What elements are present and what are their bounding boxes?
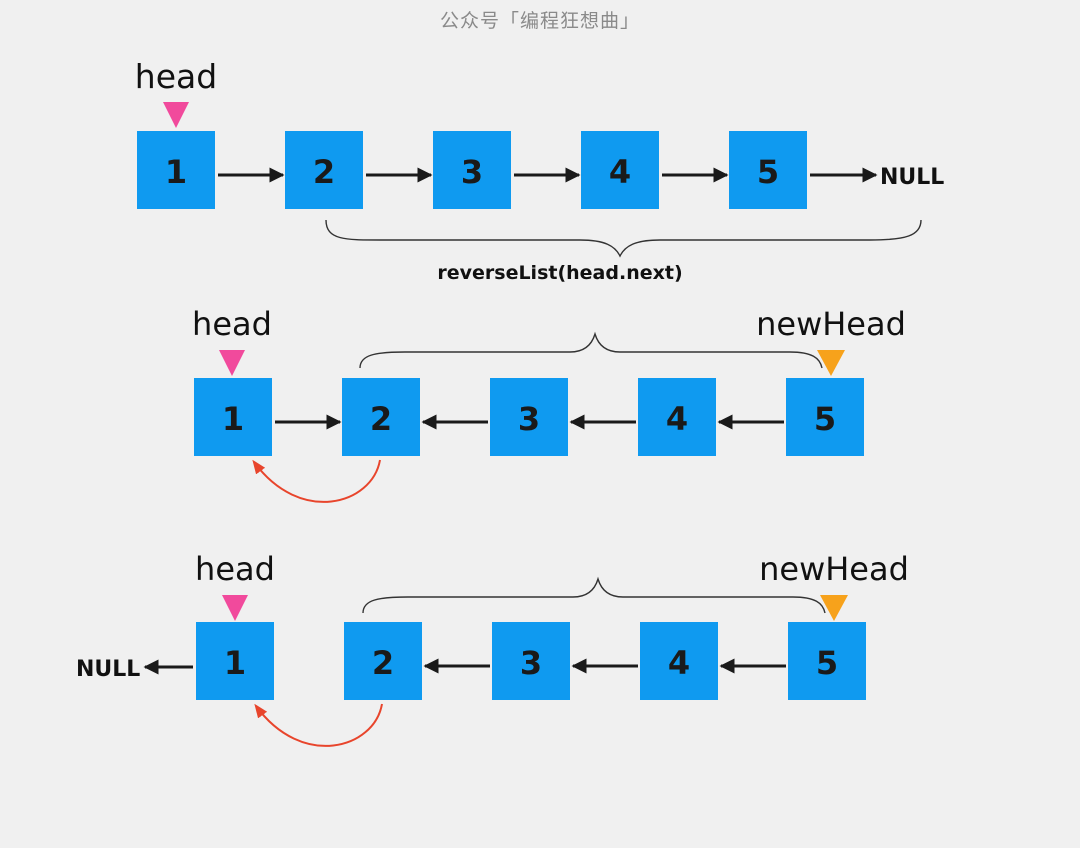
newhead-pointer-icon (820, 595, 848, 621)
node-4: 4 (581, 131, 659, 209)
brace (359, 331, 823, 369)
node-value: 1 (165, 153, 187, 191)
null-label: NULL (880, 165, 944, 190)
node-value: 1 (224, 644, 246, 682)
newhead-label: newHead (756, 305, 906, 343)
node-5: 5 (786, 378, 864, 456)
node-1: 1 (196, 622, 274, 700)
head-pointer-icon (222, 595, 248, 621)
reverse-link-arrow (254, 703, 383, 747)
node-value: 3 (520, 644, 542, 682)
node-value: 5 (757, 153, 779, 191)
watermark: 公众号「编程狂想曲」 (439, 10, 640, 32)
node-4: 4 (638, 378, 716, 456)
row-1: head 1 2 3 4 5 (135, 57, 945, 284)
node-value: 5 (814, 400, 836, 438)
reverse-link-arrow (252, 459, 381, 503)
row-2: head newHead 1 2 3 4 5 (192, 305, 906, 503)
node-value: 1 (222, 400, 244, 438)
head-label: head (135, 57, 217, 96)
brace-caption: reverseList(head.next) (437, 262, 682, 284)
head-pointer-icon (163, 102, 189, 128)
brace (362, 576, 826, 614)
node-4: 4 (640, 622, 718, 700)
newhead-label: newHead (759, 550, 909, 588)
node-1: 1 (194, 378, 272, 456)
newhead-pointer-icon (817, 350, 845, 376)
node-value: 3 (518, 400, 540, 438)
node-3: 3 (490, 378, 568, 456)
node-value: 3 (461, 153, 483, 191)
node-value: 2 (370, 400, 392, 438)
node-value: 4 (609, 153, 631, 191)
node-5: 5 (729, 131, 807, 209)
row-3: head newHead 1 2 3 4 5 (76, 550, 909, 747)
node-1: 1 (137, 131, 215, 209)
node-3: 3 (492, 622, 570, 700)
node-2: 2 (344, 622, 422, 700)
brace (325, 219, 922, 258)
node-2: 2 (285, 131, 363, 209)
head-label: head (195, 550, 275, 588)
null-label: NULL (76, 657, 140, 682)
node-5: 5 (788, 622, 866, 700)
node-3: 3 (433, 131, 511, 209)
node-value: 5 (816, 644, 838, 682)
head-pointer-icon (219, 350, 245, 376)
node-2: 2 (342, 378, 420, 456)
node-value: 4 (668, 644, 690, 682)
node-value: 4 (666, 400, 688, 438)
head-label: head (192, 305, 272, 343)
node-value: 2 (372, 644, 394, 682)
node-value: 2 (313, 153, 335, 191)
